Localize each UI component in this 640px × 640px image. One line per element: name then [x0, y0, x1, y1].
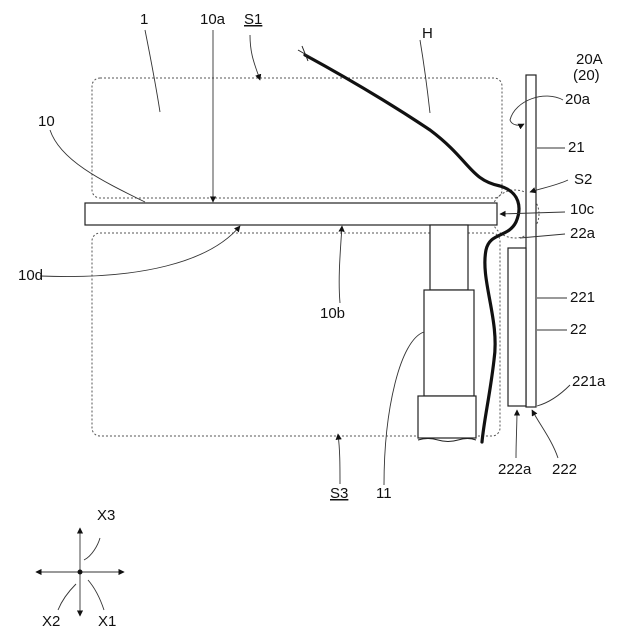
- component-11-top: [430, 225, 468, 290]
- label-221: 221: [570, 289, 595, 306]
- label-s2: S2: [574, 171, 592, 188]
- leader-1: [145, 30, 160, 112]
- plate-10: [85, 203, 497, 225]
- leader-10b: [339, 226, 342, 303]
- component-11-base: [418, 396, 476, 438]
- label-s1: S1: [244, 11, 262, 28]
- label-10a: 10a: [200, 11, 226, 28]
- label-22: 22: [570, 321, 587, 338]
- label-20: (20): [573, 67, 600, 84]
- label-22a: 22a: [570, 225, 596, 242]
- leader-10d: [40, 226, 240, 277]
- component-11-mid: [424, 290, 474, 396]
- member-21: [526, 75, 536, 407]
- leader-221a: [537, 385, 570, 406]
- leader-s1: [250, 35, 260, 80]
- label-1: 1: [140, 11, 148, 28]
- label-20a: 20a: [565, 91, 591, 108]
- label-10d: 10d: [18, 267, 43, 284]
- leader-222: [532, 410, 558, 458]
- leader-10: [50, 130, 145, 202]
- leader-h: [420, 40, 430, 113]
- leader-222a: [516, 410, 517, 458]
- label-221a: 221a: [572, 373, 606, 390]
- label-10c: 10c: [570, 201, 595, 218]
- label-h: H: [422, 25, 433, 42]
- label-20a-upper: 20A: [576, 51, 603, 68]
- member-222: [508, 248, 526, 406]
- label-10: 10: [38, 113, 55, 130]
- label-222a: 222a: [498, 461, 532, 478]
- coordinate-axes: [36, 528, 124, 616]
- label-s3: S3: [330, 485, 348, 502]
- label-x2: X2: [42, 613, 60, 630]
- label-x3: X3: [97, 507, 115, 524]
- label-222: 222: [552, 461, 577, 478]
- label-21: 21: [568, 139, 585, 156]
- label-11: 11: [376, 485, 392, 502]
- label-10b: 10b: [320, 305, 345, 322]
- cable-h: [305, 55, 519, 442]
- leader-s3: [338, 434, 340, 484]
- label-x1: X1: [98, 613, 116, 630]
- component-11-break-line: [418, 439, 476, 442]
